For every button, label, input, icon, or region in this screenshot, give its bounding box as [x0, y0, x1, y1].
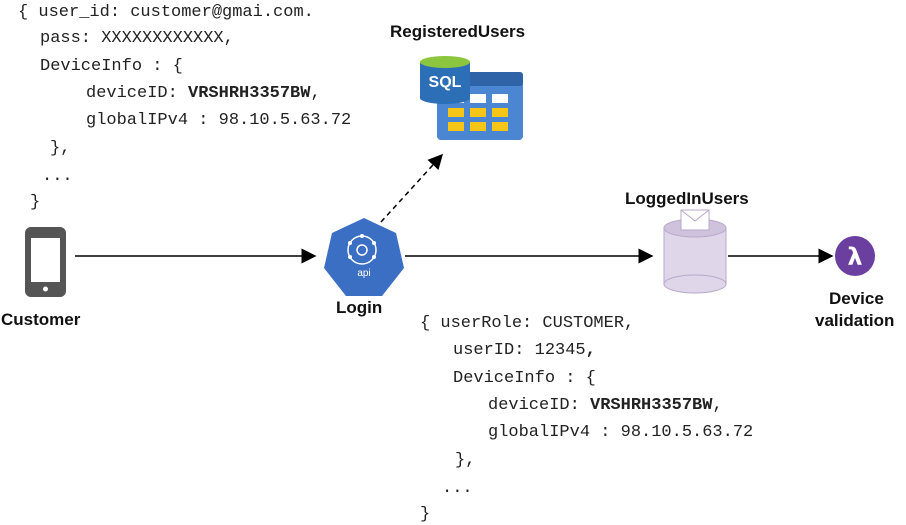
response-line-6: }, — [455, 451, 476, 470]
request-line-1: { user_id: customer@gmai.com. — [18, 3, 314, 22]
response-line-7: ... — [442, 479, 473, 498]
device-validation-label-2: validation — [815, 311, 895, 330]
request-line-3: DeviceInfo : { — [40, 57, 183, 76]
device-validation-label-1: Device — [829, 289, 884, 308]
request-deviceid-value: VRSHRH3357BW — [188, 84, 311, 103]
phone-icon — [25, 227, 66, 297]
api-badge: api — [357, 268, 370, 279]
login-label: Login — [336, 298, 383, 317]
lambda-glyph: λ — [847, 243, 862, 271]
response-userid-comma: , — [585, 341, 596, 360]
response-line-3: DeviceInfo : { — [453, 369, 596, 388]
request-deviceid-key: deviceID: — [86, 84, 189, 103]
request-line-8: } — [30, 193, 41, 212]
request-deviceid-comma: , — [310, 84, 321, 103]
sql-badge: SQL — [429, 74, 462, 91]
request-line-2: pass: XXXXXXXXXXXX, — [40, 29, 234, 48]
request-line-5: globalIPv4 : 98.10.5.63.72 — [86, 111, 352, 130]
request-line-6: }, — [50, 139, 71, 158]
logged-in-users-label: LoggedInUsers — [625, 189, 749, 208]
response-deviceid-comma: , — [712, 396, 723, 415]
response-line-8: } — [420, 505, 431, 524]
sql-database-icon: SQL — [420, 56, 523, 140]
queue-icon — [663, 209, 727, 294]
response-line-4: deviceID: VRSHRH3357BW, — [488, 396, 723, 416]
response-userid: userID: 12345 — [453, 341, 586, 360]
response-deviceid-key: deviceID: — [488, 396, 591, 415]
arrow-login-to-registered — [380, 153, 444, 223]
customer-label: Customer — [1, 310, 81, 329]
request-line-7: ... — [42, 167, 73, 186]
api-gateway-icon: api — [324, 218, 404, 296]
response-line-1: { userRole: CUSTOMER, — [420, 314, 635, 333]
response-deviceid-value: VRSHRH3357BW — [590, 396, 713, 415]
response-line-2: userID: 12345, — [453, 341, 596, 361]
lambda-icon: λ — [835, 236, 875, 276]
response-line-5: globalIPv4 : 98.10.5.63.72 — [488, 423, 754, 442]
registered-users-label: RegisteredUsers — [390, 22, 526, 41]
request-line-4: deviceID: VRSHRH3357BW, — [86, 84, 321, 104]
